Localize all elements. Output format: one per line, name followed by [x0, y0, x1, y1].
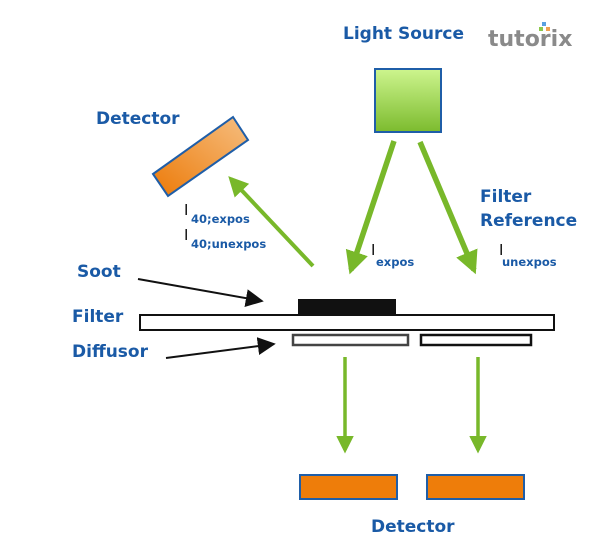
logo-text: tutorix — [488, 27, 572, 52]
diffusor-exposed — [291, 333, 410, 347]
soot-layer — [298, 299, 396, 314]
light-source-box — [374, 68, 442, 133]
detector-top-label: Detector — [96, 109, 180, 129]
soot-pointer-arrow — [137, 278, 264, 308]
intensity-incident-exposed: I expos — [371, 241, 414, 269]
filter-reference-label-line2: Reference — [480, 211, 577, 231]
intensity-subscript: 40;unexpos — [191, 237, 266, 251]
intensity-incident-unexposed: I unexpos — [499, 241, 557, 269]
light-source-label: Light Source — [343, 24, 464, 44]
logo-dot-green — [539, 27, 543, 31]
tutorix-logo: tutorix — [488, 22, 572, 52]
intensity-symbol: I — [371, 241, 375, 259]
intensity-subscript: expos — [376, 255, 414, 269]
intensity-reflected-exposed: I 40;expos — [184, 201, 250, 226]
detector-bottom-label: Detector — [371, 517, 455, 537]
intensity-reflected-unexposed: I 40;unexpos — [184, 226, 266, 251]
intensity-symbol: I — [499, 241, 503, 259]
filter-label: Filter — [72, 307, 124, 327]
diffusor-label: Diffusor — [72, 342, 149, 362]
logo-dot-orange — [546, 27, 550, 31]
intensity-symbol: I — [184, 226, 188, 244]
reflected-arrow — [228, 176, 315, 268]
diffusor-pointer-arrow — [165, 337, 276, 359]
filter-strip — [139, 314, 555, 331]
incident-arrow-exposed — [345, 140, 397, 275]
diffusor-unexposed — [419, 333, 533, 347]
detector-top-box — [151, 115, 250, 198]
intensity-symbol: I — [184, 201, 188, 219]
detector-bottom-exposed — [299, 474, 398, 500]
detector-bottom-unexposed — [426, 474, 525, 500]
incident-arrow-unexposed — [417, 140, 478, 275]
intensity-subscript: unexpos — [502, 255, 557, 269]
soot-label: Soot — [77, 262, 121, 282]
logo-dot-blue — [542, 22, 546, 26]
intensity-subscript: 40;expos — [191, 212, 250, 226]
filter-reference-label-line1: Filter — [480, 187, 532, 207]
